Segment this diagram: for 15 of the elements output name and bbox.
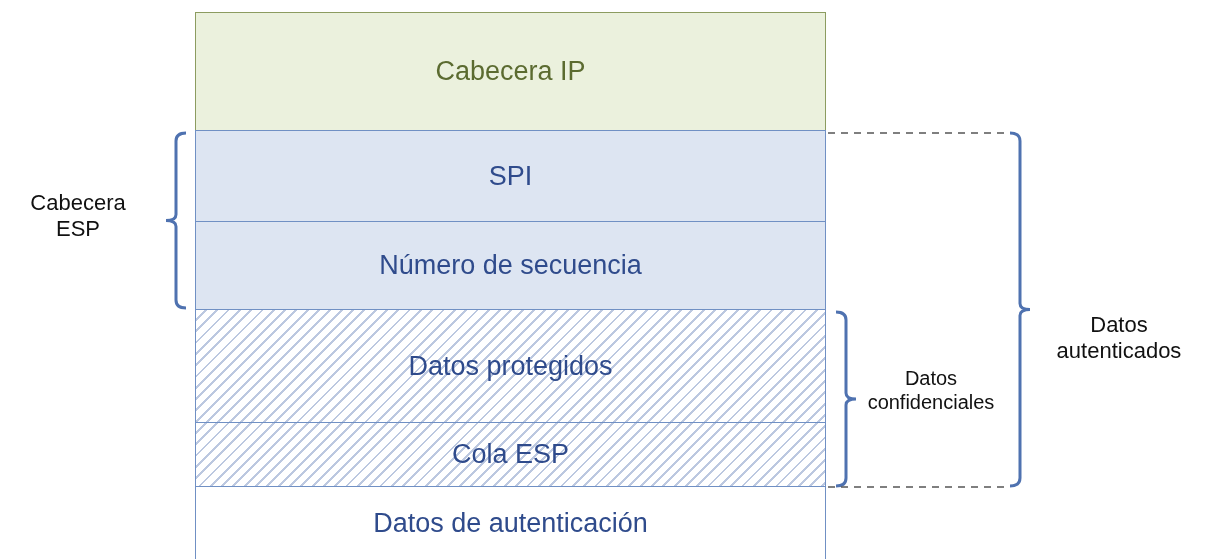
field-label: Cabecera IP <box>435 56 586 87</box>
field-label: Cola ESP <box>451 439 570 470</box>
payload-field <box>195 309 826 422</box>
bracket-label: Datos confidenciales <box>866 366 996 414</box>
header-field <box>195 12 826 130</box>
payload-field <box>195 422 826 486</box>
field-label: Datos de autenticación <box>373 507 648 539</box>
field-label: Datos protegidos <box>408 350 613 382</box>
header-field <box>195 130 826 221</box>
trailer-field <box>195 486 826 559</box>
field-label: Número de secuencia <box>379 250 642 281</box>
bracket-label: Cabecera ESP <box>29 190 127 243</box>
field-label: SPI <box>488 160 533 192</box>
header-field <box>195 221 826 309</box>
bracket-label: Datos autenticados <box>1055 312 1183 365</box>
